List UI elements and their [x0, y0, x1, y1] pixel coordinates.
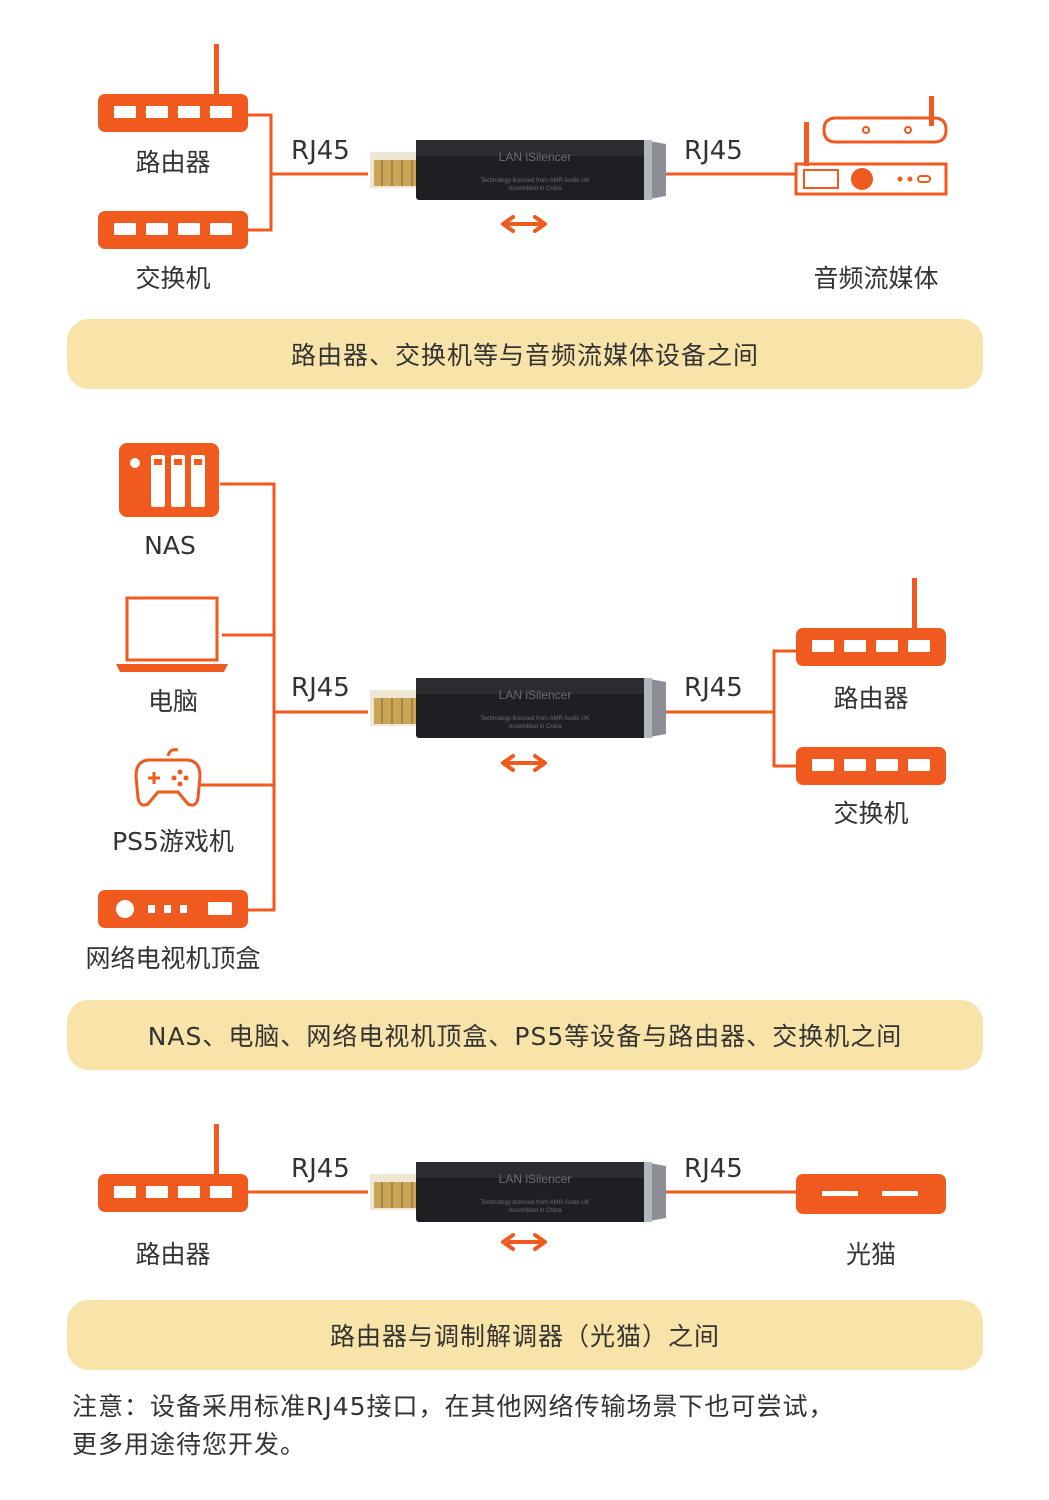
- device-label-ps5: PS5游戏机: [112, 827, 234, 856]
- device-brand-text: LAN iSilencer: [499, 688, 572, 702]
- device-brand-text: LAN iSilencer: [499, 150, 572, 164]
- nas-icon: [119, 443, 219, 517]
- device-label-router: 路由器: [833, 684, 909, 713]
- port-label-right: RJ45: [684, 136, 743, 166]
- device-label-nas: NAS: [144, 531, 196, 560]
- device-label-computer: 电脑: [147, 687, 199, 716]
- device-fine-print-text: Technology licensed from AMR Audio UK: [480, 1200, 589, 1206]
- section-3-diagram: [98, 1124, 946, 1251]
- router-icon: [98, 1124, 248, 1212]
- section-1-diagram: [98, 44, 948, 249]
- device-label-router: 路由器: [135, 148, 211, 177]
- usage-note: 注意：设备采用标准RJ45接口，在其他网络传输场景下也可尝试， 更多用途待您开发…: [72, 1388, 972, 1464]
- audio-streamer-icon: [794, 96, 948, 196]
- section-2-diagram: [98, 443, 946, 928]
- device-origin-text: Assembled in China: [508, 1208, 562, 1214]
- port-label-left: RJ45: [291, 673, 350, 703]
- optical-modem-icon: [796, 1174, 946, 1214]
- port-label-right: RJ45: [684, 1154, 743, 1184]
- usage-note-line-2: 更多用途待您开发。: [72, 1430, 307, 1459]
- double-arrow-icon: [501, 754, 547, 772]
- settop-box-icon: [98, 890, 248, 928]
- device-origin-text: Assembled in China: [508, 724, 562, 730]
- gamepad-icon: [134, 748, 202, 807]
- section-2-caption: NAS、电脑、网络电视机顶盒、PS5等设备与路由器、交换机之间: [67, 1000, 983, 1070]
- section-2-connectors: [200, 482, 796, 912]
- device-label-switch: 交换机: [833, 799, 909, 828]
- device-print: LAN iSilencer Technology licensed from A…: [480, 150, 589, 1214]
- switch-icon: [98, 211, 248, 249]
- laptop-icon: [116, 596, 228, 672]
- double-arrow-icon: [501, 215, 547, 233]
- switch-icon: [796, 747, 946, 785]
- router-icon: [98, 44, 248, 132]
- device-label-audio-streamer: 音频流媒体: [813, 264, 939, 293]
- device-label-optical-modem: 光猫: [845, 1240, 897, 1269]
- double-arrow-icon: [501, 1233, 547, 1251]
- device-fine-print-text: Technology licensed from AMR Audio UK: [480, 716, 589, 722]
- device-label-switch: 交换机: [135, 264, 211, 293]
- usage-note-line-1: 注意：设备采用标准RJ45接口，在其他网络传输场景下也可尝试，: [72, 1392, 835, 1421]
- device-fine-print-text: Technology licensed from AMR Audio UK: [480, 178, 589, 184]
- port-label-left: RJ45: [291, 136, 350, 166]
- device-label-settop-box: 网络电视机顶盒: [85, 944, 261, 973]
- section-3-caption: 路由器与调制解调器（光猫）之间: [67, 1300, 983, 1370]
- device-label-router: 路由器: [135, 1240, 211, 1269]
- device-origin-text: Assembled in China: [508, 186, 562, 192]
- section-1-connectors: [248, 113, 796, 232]
- router-icon: [796, 578, 946, 666]
- port-label-right: RJ45: [684, 673, 743, 703]
- device-brand-text: LAN iSilencer: [499, 1172, 572, 1186]
- port-label-left: RJ45: [291, 1154, 350, 1184]
- section-1-caption: 路由器、交换机等与音频流媒体设备之间: [67, 319, 983, 389]
